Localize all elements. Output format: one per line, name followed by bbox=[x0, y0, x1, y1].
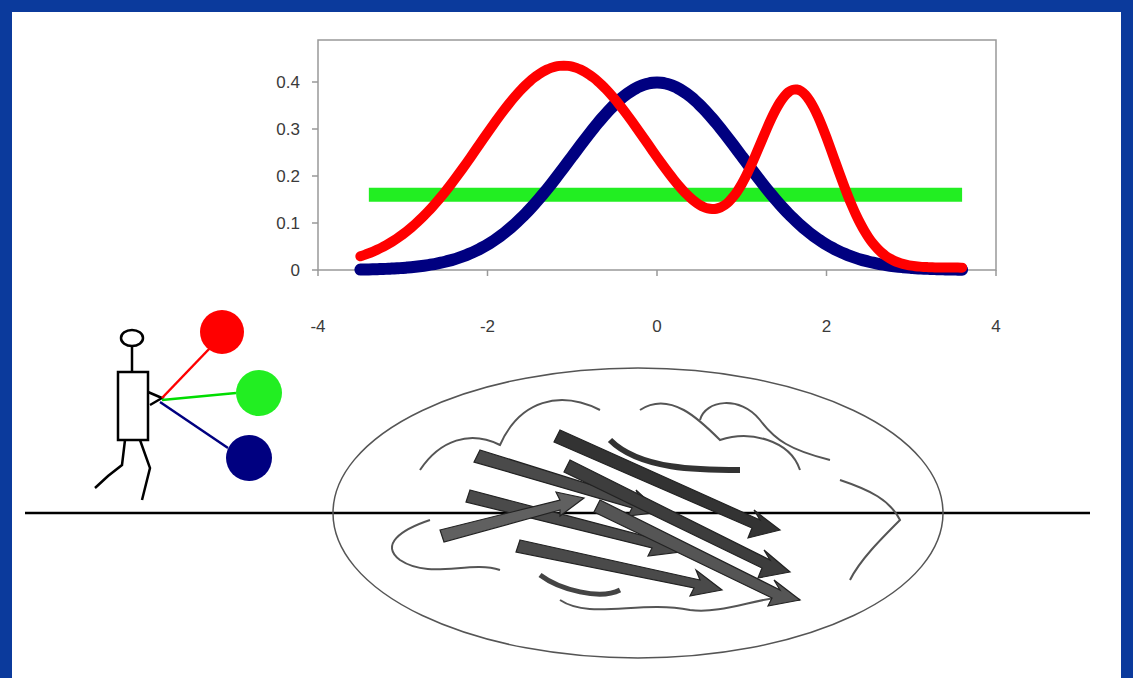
protein-ellipse bbox=[333, 368, 943, 658]
tick-mark bbox=[826, 270, 828, 276]
uniform-line bbox=[369, 188, 962, 202]
plot-frame bbox=[318, 40, 996, 270]
x-tick-label: 2 bbox=[822, 318, 831, 335]
tick-mark bbox=[312, 128, 318, 130]
y-tick-label: 0.2 bbox=[276, 168, 300, 185]
tick-mark bbox=[312, 175, 318, 177]
tick-mark bbox=[312, 269, 318, 271]
balloons bbox=[160, 310, 282, 481]
tick-mark bbox=[312, 81, 318, 83]
illustration bbox=[12, 12, 1121, 678]
tick-mark bbox=[656, 270, 658, 276]
stick-figure bbox=[95, 330, 162, 500]
chart bbox=[312, 40, 996, 276]
x-tick-label: 4 bbox=[991, 318, 1000, 335]
x-tick-label: -2 bbox=[480, 318, 495, 335]
protein-structure bbox=[392, 400, 900, 610]
tick-mark bbox=[317, 270, 319, 276]
bimodal-curve bbox=[360, 66, 962, 268]
y-tick-label: 0.1 bbox=[276, 215, 300, 232]
x-tick-label: -4 bbox=[310, 318, 325, 335]
tick-mark bbox=[995, 270, 997, 276]
y-tick-label: 0.3 bbox=[276, 121, 300, 138]
tick-mark bbox=[487, 270, 489, 276]
tick-mark bbox=[312, 222, 318, 224]
x-tick-label: 0 bbox=[652, 318, 661, 335]
y-tick-label: 0.4 bbox=[276, 74, 300, 91]
slide-panel: 0.4 0.3 0.2 0.1 0 -4 -2 0 2 4 bbox=[12, 12, 1121, 678]
y-tick-label: 0 bbox=[291, 262, 300, 279]
